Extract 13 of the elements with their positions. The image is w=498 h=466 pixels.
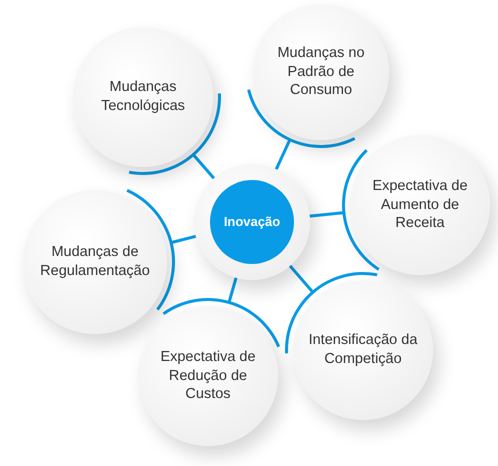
connector-line [274, 138, 292, 170]
topic-label: Mudanças no Padrão de Consumo [276, 44, 366, 100]
topic-label: Intensificação da Competição [308, 331, 418, 369]
topic-label: Expectativa de Aumento de Receita [371, 176, 469, 234]
hub-label: Inovação [224, 214, 280, 230]
connector-line [170, 234, 196, 244]
connector-line [227, 277, 238, 304]
topic-label: Expectativa de Redução de Custos [159, 348, 257, 404]
connector-line [310, 211, 345, 218]
connector-line [192, 153, 216, 180]
topic-label: Mudanças Tecnológicas [100, 78, 186, 116]
topic-label: Mudanças de Regulamentação [39, 243, 151, 281]
connector-line [288, 264, 314, 294]
